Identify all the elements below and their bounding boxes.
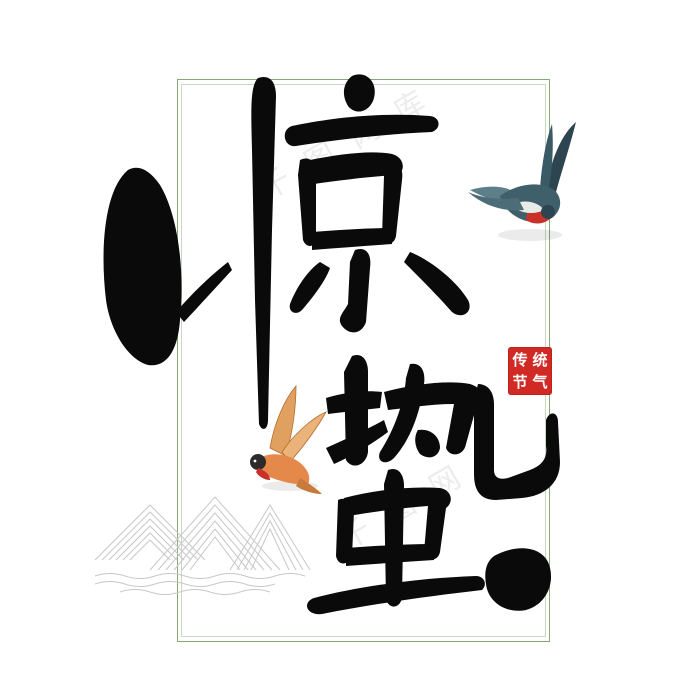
seal-char: 统 <box>532 350 548 369</box>
seal-char: 气 <box>532 372 548 391</box>
seal-char: 传 <box>512 350 528 369</box>
red-seal-stamp: 传 统 节 气 <box>508 347 552 395</box>
seal-char: 节 <box>512 372 528 391</box>
